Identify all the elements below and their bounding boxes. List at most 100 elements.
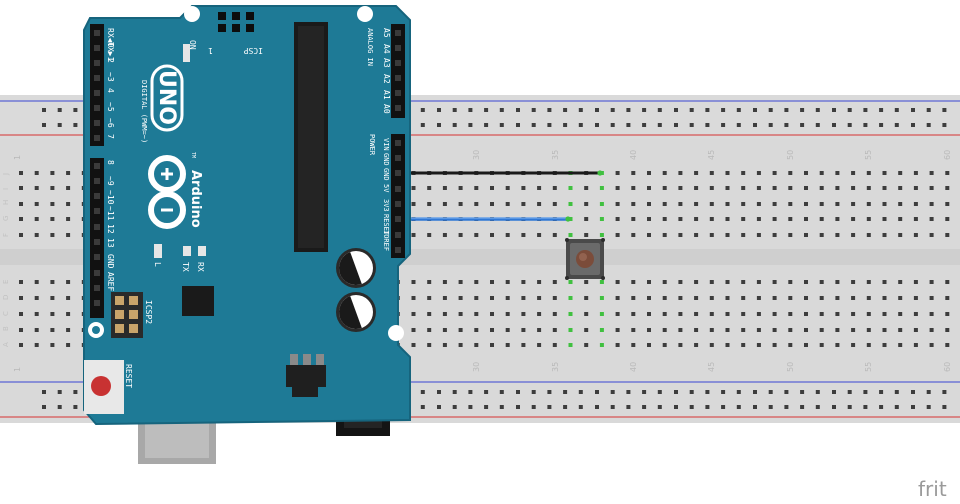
rail-hole [531, 390, 536, 394]
pin-label: A1 [382, 90, 391, 100]
breadboard-hole [882, 328, 887, 332]
breadboard-hole [804, 328, 808, 332]
breadboard-hole [34, 171, 39, 175]
breadboard-hole [898, 202, 903, 206]
rail-hole [452, 405, 457, 409]
breadboard-hole [615, 343, 620, 347]
rail-hole [863, 390, 868, 394]
breadboard-hole [678, 328, 683, 332]
breadboard-hole [474, 312, 479, 316]
breadboard-hole [50, 343, 55, 347]
analog-header [391, 24, 405, 118]
rail-hole [705, 390, 710, 394]
breadboard-hole [898, 171, 903, 175]
breadboard-hole [552, 233, 557, 237]
breadboard-hole [631, 186, 636, 190]
breadboard-hole [552, 202, 557, 206]
breadboard-hole [678, 233, 683, 237]
rail-hole [768, 108, 773, 112]
breadboard-hole [458, 202, 463, 206]
breadboard-hole [584, 186, 589, 190]
breadboard-hole [537, 343, 542, 347]
breadboard-hole [913, 343, 918, 347]
breadboard-hole [584, 202, 589, 206]
breadboard-hole [756, 343, 761, 347]
power-header-label: POWER [368, 134, 376, 156]
pin-label: ~9 [106, 176, 115, 186]
breadboard-hole [788, 186, 793, 190]
breadboard-hole [552, 186, 557, 190]
rail-hole [73, 405, 78, 409]
breadboard-hole [819, 343, 824, 347]
breadboard-hole [615, 202, 620, 206]
breadboard-hole [725, 312, 730, 316]
breadboard-hole [537, 186, 542, 190]
rail-hole [894, 123, 899, 127]
breadboard-hole [819, 171, 824, 175]
row-letter: A [2, 342, 10, 347]
rail-hole [847, 108, 852, 112]
breadboard-hole [804, 171, 808, 175]
breadboard-hole [913, 202, 918, 206]
breadboard-hole [50, 171, 55, 175]
row-letter: J [2, 173, 10, 176]
rx-led [198, 246, 206, 256]
breadboard-hole [505, 186, 510, 190]
rail-hole [815, 390, 820, 394]
breadboard-hole [615, 312, 620, 316]
rail-hole [626, 108, 631, 112]
row-letter: F [2, 233, 10, 237]
breadboard-hole [662, 343, 667, 347]
rail-hole [468, 123, 473, 127]
breadboard-hole [741, 296, 746, 300]
pin-label: RESET [382, 214, 390, 236]
breadboard-hole [913, 171, 918, 175]
icsp2-pin [129, 296, 138, 305]
breadboard-hole [756, 171, 761, 175]
active-hole [599, 217, 604, 221]
breadboard-hole [521, 233, 526, 237]
breadboard-hole [490, 312, 494, 316]
push-button[interactable] [565, 238, 605, 280]
capacitor [336, 292, 376, 332]
pin-socket [94, 193, 100, 199]
rail-hole [642, 123, 647, 127]
breadboard-hole [678, 202, 683, 206]
breadboard-hole [442, 328, 447, 332]
rail-hole [42, 390, 46, 394]
breadboard-hole [19, 296, 23, 300]
breadboard-hole [866, 233, 871, 237]
rail-hole [863, 405, 868, 409]
breadboard-holes [19, 108, 950, 409]
rail-hole [626, 405, 631, 409]
breadboard-hole [756, 312, 761, 316]
breadboard-hole [709, 312, 714, 316]
active-hole [568, 328, 573, 332]
breadboard-hole [662, 328, 667, 332]
breadboard-hole [913, 233, 918, 237]
reset-button[interactable] [84, 360, 124, 414]
icsp-header [213, 8, 265, 36]
breadboard-hole [788, 343, 793, 347]
rail-hole [499, 108, 504, 112]
usb-chip [182, 286, 214, 316]
pin-socket [395, 201, 401, 207]
breadboard-hole [615, 233, 620, 237]
rail-hole [721, 405, 726, 409]
rail-hole [736, 108, 741, 112]
breadboard-hole [898, 233, 903, 237]
breadboard-hole [725, 202, 730, 206]
breadboard-hole [945, 328, 950, 332]
active-hole [599, 186, 604, 190]
column-number: 1 [13, 367, 22, 372]
breadboard-hole [442, 280, 447, 284]
breadboard-hole [694, 171, 699, 175]
breadboard-hole [945, 280, 950, 284]
active-hole [568, 343, 573, 347]
rail-hole [863, 108, 868, 112]
digital-header-upper [90, 24, 104, 146]
rail-hole [942, 108, 947, 112]
rail-hole [642, 390, 647, 394]
breadboard-hole [458, 296, 463, 300]
breadboard-hole [772, 217, 777, 221]
